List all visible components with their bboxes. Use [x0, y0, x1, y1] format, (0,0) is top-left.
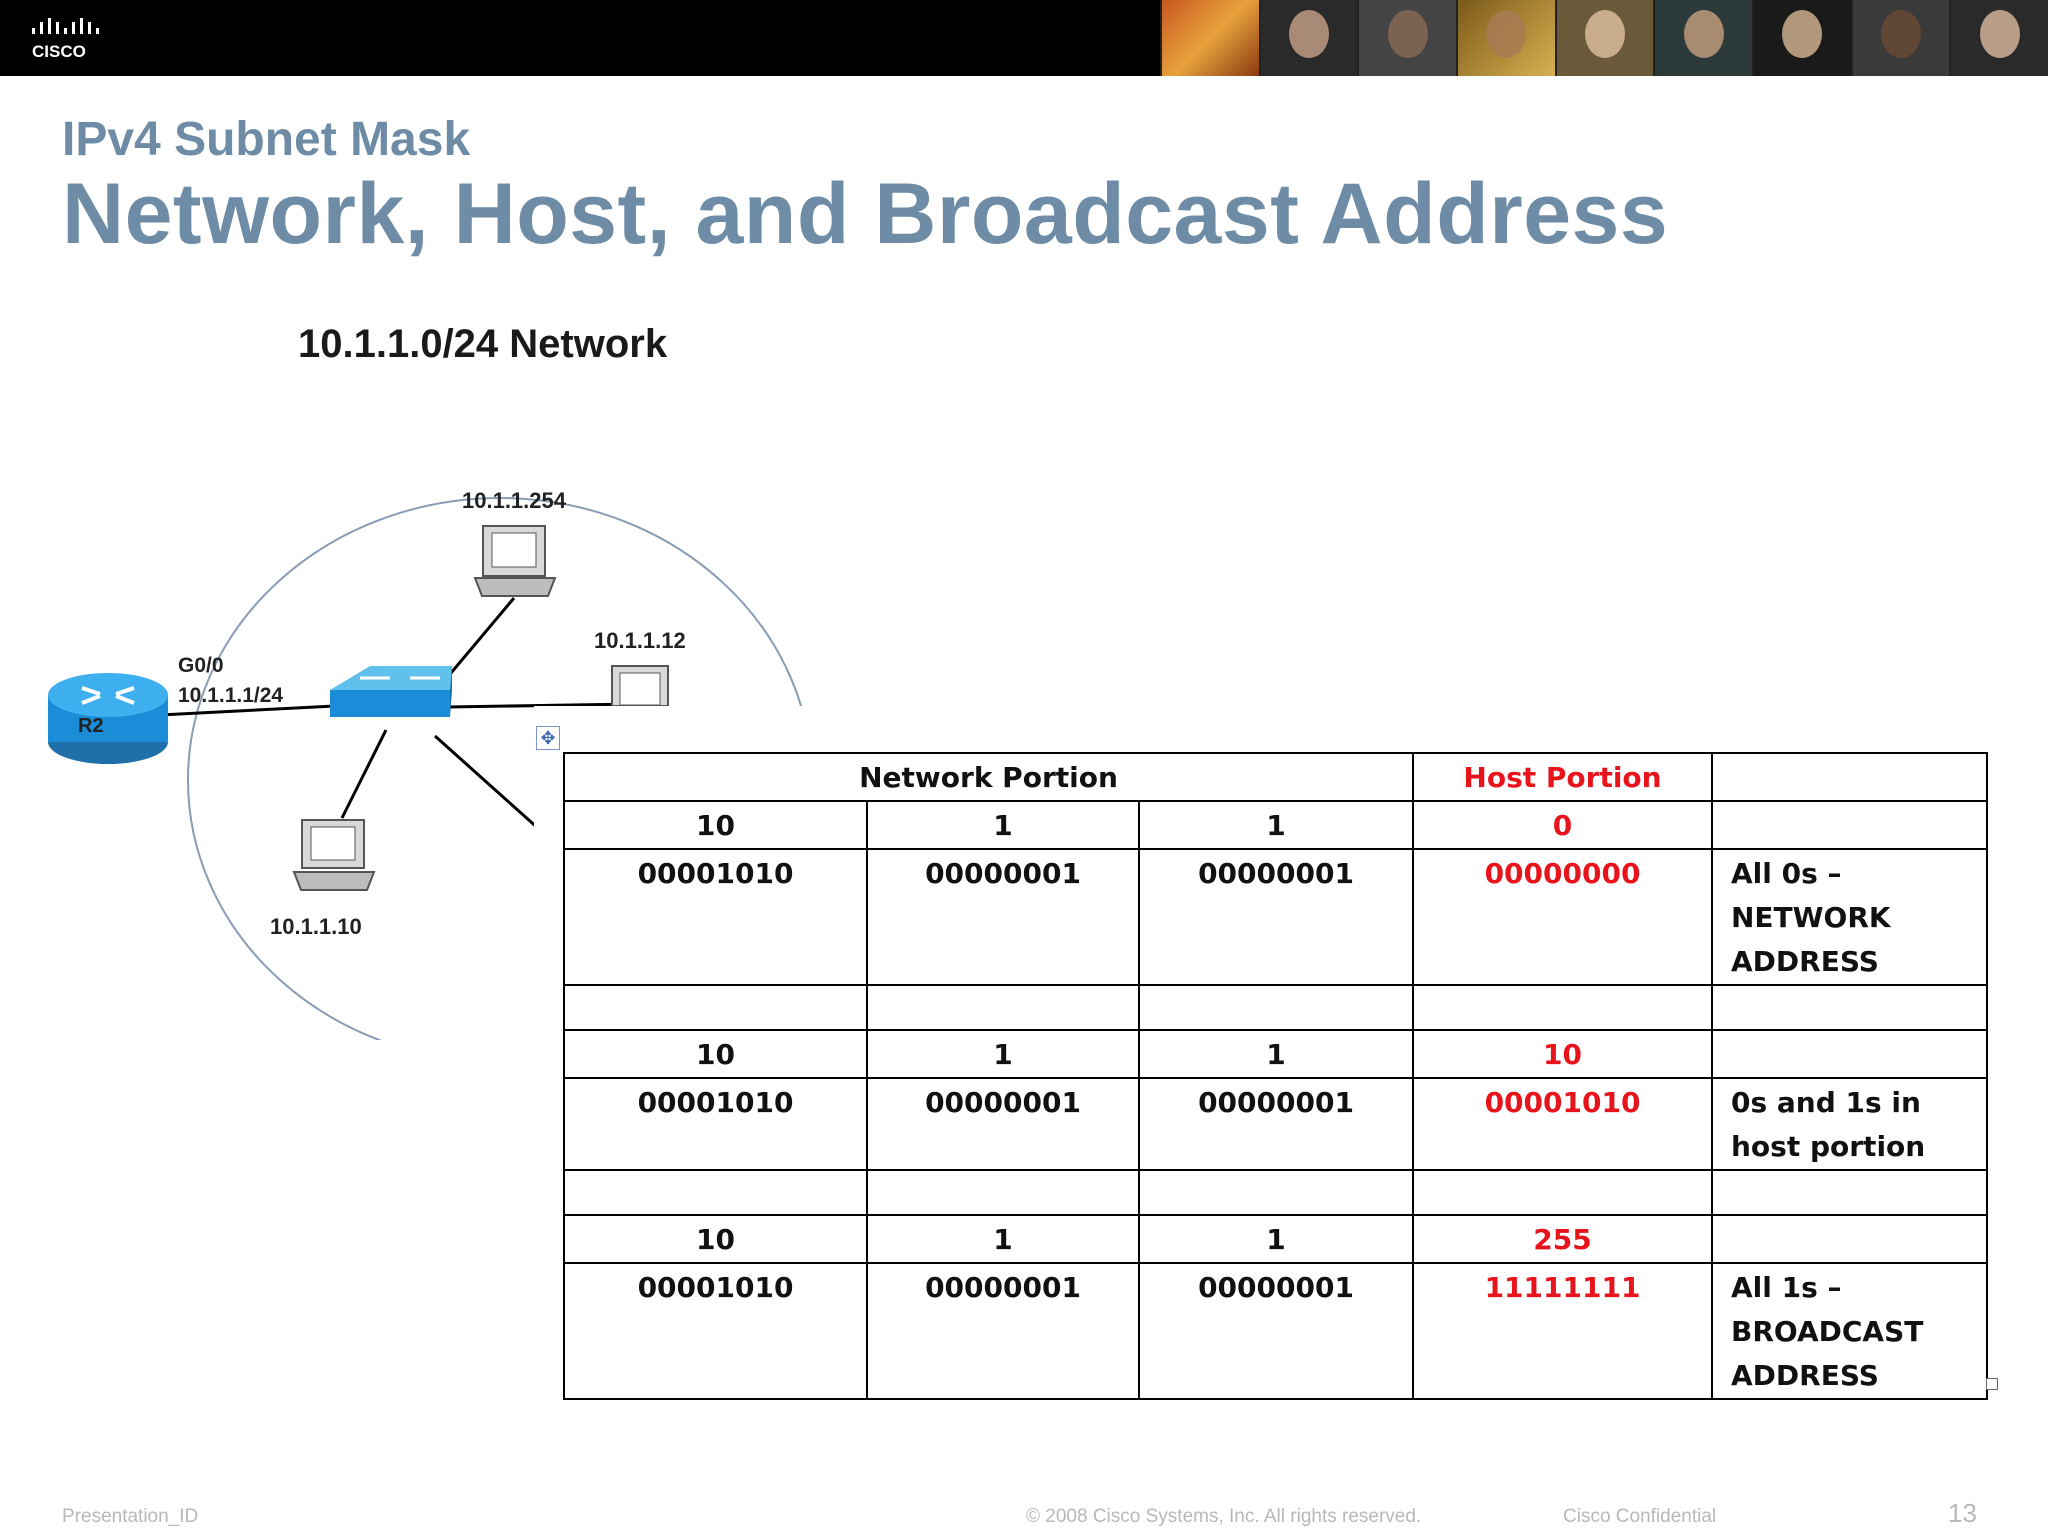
host-binary-cell: 00000000: [1412, 848, 1713, 986]
binary-row: 00001010 00000001 00000001 00001010 0s a…: [563, 1077, 1988, 1171]
host-portion-header: Host Portion: [1412, 752, 1713, 802]
spacer-row: [563, 1169, 1988, 1216]
binary-cell: 00000001: [1138, 848, 1414, 986]
switch-icon: [330, 666, 452, 717]
empty-cell: [1711, 1214, 1988, 1264]
header-photo-strip: [1160, 0, 2048, 76]
host-binary-cell: 11111111: [1412, 1262, 1713, 1400]
pc-icon-top: [473, 525, 557, 597]
decimal-row: 10 1 1 0: [563, 800, 1988, 850]
network-label: 10.1.1.0/24 Network: [298, 322, 668, 366]
switch-host-bottom-link: [433, 734, 542, 832]
binary-cell: 00000001: [1138, 1077, 1414, 1171]
binary-cell: 00000001: [866, 1077, 1140, 1171]
octet-cell: 1: [866, 1029, 1140, 1079]
empty-cell: [1711, 752, 1988, 802]
host-octet-cell: 255: [1412, 1214, 1713, 1264]
host-top-ip: 10.1.1.254: [462, 488, 567, 513]
empty-cell: [1711, 1029, 1988, 1079]
octet-cell: 1: [866, 800, 1140, 850]
footer-presentation-id: Presentation_ID: [62, 1506, 199, 1527]
decimal-row: 10 1 1 10: [563, 1029, 1988, 1079]
interface-ip-label: 10.1.1.1/24: [178, 684, 283, 707]
footer-confidential: Cisco Confidential: [1563, 1506, 1717, 1527]
page-number: 13: [1948, 1498, 1977, 1528]
binary-cell: 00001010: [563, 848, 868, 986]
footer-copyright: © 2008 Cisco Systems, Inc. All rights re…: [1026, 1506, 1422, 1527]
router-icon: [48, 673, 168, 764]
binary-cell: 00000001: [866, 848, 1140, 986]
decimal-row: 10 1 1 255: [563, 1214, 1988, 1264]
network-portion-header: Network Portion: [563, 752, 1414, 802]
host-octet-cell: 0: [1412, 800, 1713, 850]
binary-cell: 00000001: [1138, 1262, 1414, 1400]
header-bar: CISCO: [0, 0, 2048, 76]
octet-cell: 1: [1138, 800, 1414, 850]
binary-cell: 00001010: [563, 1077, 868, 1171]
router-label: R2: [78, 715, 104, 737]
empty-cell: [1711, 800, 1988, 850]
octet-cell: 10: [563, 1214, 868, 1264]
switch-host-left-link: [340, 729, 388, 819]
switch-host-right-link: [447, 702, 641, 709]
binary-cell: 00000001: [866, 1262, 1140, 1400]
host-left-ip: 10.1.1.10: [270, 914, 362, 939]
octet-cell: 1: [866, 1214, 1140, 1264]
octet-cell: 10: [563, 1029, 868, 1079]
network-diagram: R2 G0/0 10.1.1.1/24 10.1.1.254 10.1.1.12…: [48, 488, 813, 1040]
spacer-row: [563, 984, 1988, 1031]
table-move-handle-icon[interactable]: ✥: [536, 726, 560, 750]
pc-icon-left: [292, 819, 376, 891]
slide-title: Network, Host, and Broadcast Address: [62, 166, 1669, 262]
address-table: Network Portion Host Portion 10 1 1 0 00…: [563, 752, 1988, 1400]
cisco-logo: CISCO: [32, 18, 99, 61]
host-binary-cell: 00001010: [1412, 1077, 1713, 1171]
pc-icon-right: [611, 665, 669, 707]
slide-subtitle: IPv4 Subnet Mask: [62, 113, 471, 166]
table-resize-handle[interactable]: [1986, 1378, 1998, 1390]
logo-text: CISCO: [32, 42, 86, 61]
interface-label: G0/0: [178, 654, 224, 677]
binary-row: 00001010 00000001 00000001 00000000 All …: [563, 848, 1988, 986]
octet-cell: 1: [1138, 1029, 1414, 1079]
octet-cell: 10: [563, 800, 868, 850]
host-right-ip: 10.1.1.12: [594, 628, 686, 653]
binary-row: 00001010 00000001 00000001 11111111 All …: [563, 1262, 1988, 1400]
host-octet-cell[interactable]: 10: [1412, 1029, 1713, 1079]
binary-cell: 00001010: [563, 1262, 868, 1400]
octet-cell: 1: [1138, 1214, 1414, 1264]
router-switch-link: [159, 704, 336, 717]
